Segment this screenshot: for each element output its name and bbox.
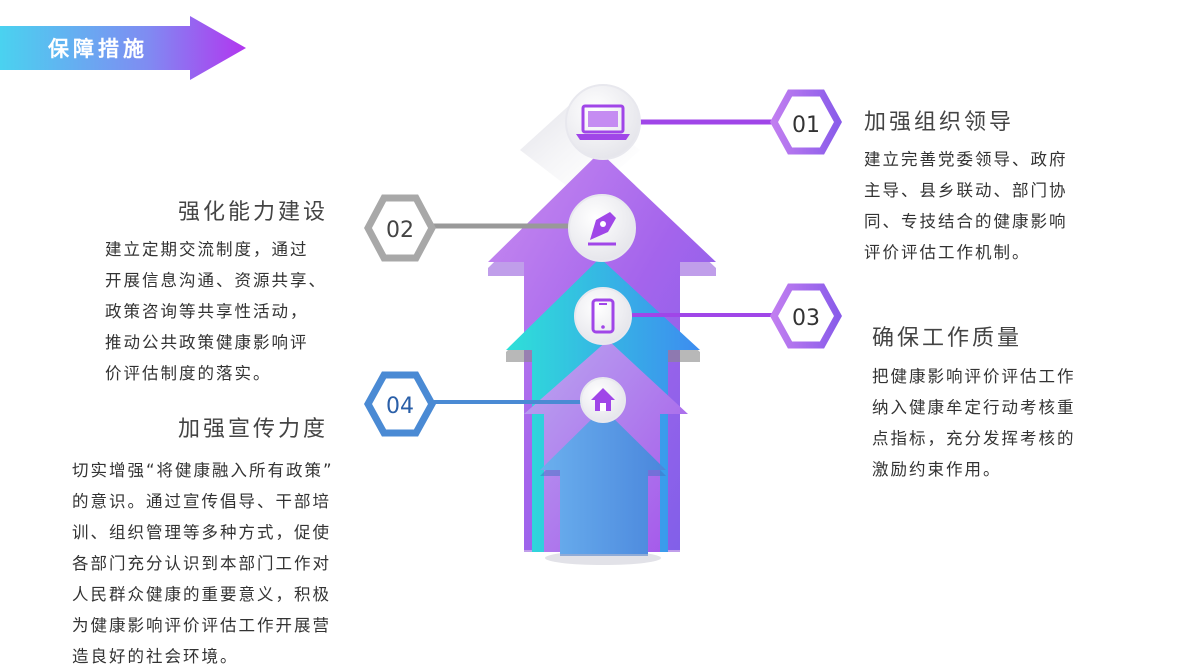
hexagon-number-02: 02 — [386, 218, 414, 243]
item-01-line: 评价评估工作机制。 — [864, 243, 1031, 262]
hexagon-01: 01 — [770, 89, 842, 155]
page-title: 保障措施 — [48, 37, 148, 61]
item-02-body: 建立定期交流制度，通过 开展信息沟通、资源共享、 政策咨询等共享性活动， 推动公… — [105, 234, 327, 389]
item-02-title: 强化能力建设 — [178, 200, 329, 225]
item-04-line: 造良好的社会环境。 — [72, 647, 239, 666]
hexagon-04: 04 — [364, 371, 436, 437]
header-banner: 保障措施 — [0, 16, 250, 80]
item-04-line: 切实增强“将健康融入所有政策” — [72, 461, 334, 480]
item-02-line: 政策咨询等共享性活动， — [105, 302, 309, 321]
item-04-title: 加强宣传力度 — [178, 417, 329, 442]
item-01-line: 建立完善党委领导、政府 — [864, 150, 1068, 169]
item-04-line: 各部门充分认识到本部门工作对 — [72, 554, 331, 573]
item-03-line: 把健康影响评价评估工作 — [872, 367, 1076, 386]
item-04-line: 训、组织管理等多种方式，促使 — [72, 523, 331, 542]
item-04-line: 人民群众健康的重要意义，积极 — [72, 585, 331, 604]
laptop-icon — [565, 84, 641, 160]
pen-icon — [568, 194, 636, 262]
arrow-04 — [540, 408, 666, 565]
hexagon-number-04: 04 — [386, 394, 414, 419]
item-02-line: 推动公共政策健康影响评 — [105, 333, 309, 352]
mobile-icon — [574, 287, 632, 345]
item-04-line: 的意识。通过宣传倡导、干部培 — [72, 492, 331, 511]
item-03-line: 纳入健康牟定行动考核重 — [872, 398, 1076, 417]
item-02-line: 建立定期交流制度，通过 — [105, 240, 309, 259]
item-01-line: 同、专技结合的健康影响 — [864, 212, 1068, 231]
item-01-title: 加强组织领导 — [864, 110, 1015, 135]
item-01-line: 主导、县乡联动、部门协 — [864, 181, 1068, 200]
item-03-body: 把健康影响评价评估工作 纳入健康牟定行动考核重 点指标，充分发挥考核的 激励约束… — [872, 361, 1076, 485]
item-03-line: 点指标，充分发挥考核的 — [872, 429, 1076, 448]
item-01-body: 建立完善党委领导、政府 主导、县乡联动、部门协 同、专技结合的健康影响 评价评估… — [864, 144, 1068, 268]
home-icon — [580, 377, 626, 423]
item-04-body: 切实增强“将健康融入所有政策” 的意识。通过宣传倡导、干部培 训、组织管理等多种… — [72, 455, 334, 672]
item-04-line: 为健康影响评价评估工作开展营 — [72, 616, 331, 635]
hexagon-03: 03 — [770, 283, 842, 349]
item-03-line: 激励约束作用。 — [872, 460, 1002, 479]
hexagon-number-03: 03 — [792, 306, 820, 331]
item-03-title: 确保工作质量 — [872, 326, 1023, 351]
hexagon-02: 02 — [364, 194, 436, 262]
item-02-line: 价评估制度的落实。 — [105, 364, 272, 383]
hexagon-number-01: 01 — [792, 113, 820, 138]
item-02-line: 开展信息沟通、资源共享、 — [105, 271, 327, 290]
